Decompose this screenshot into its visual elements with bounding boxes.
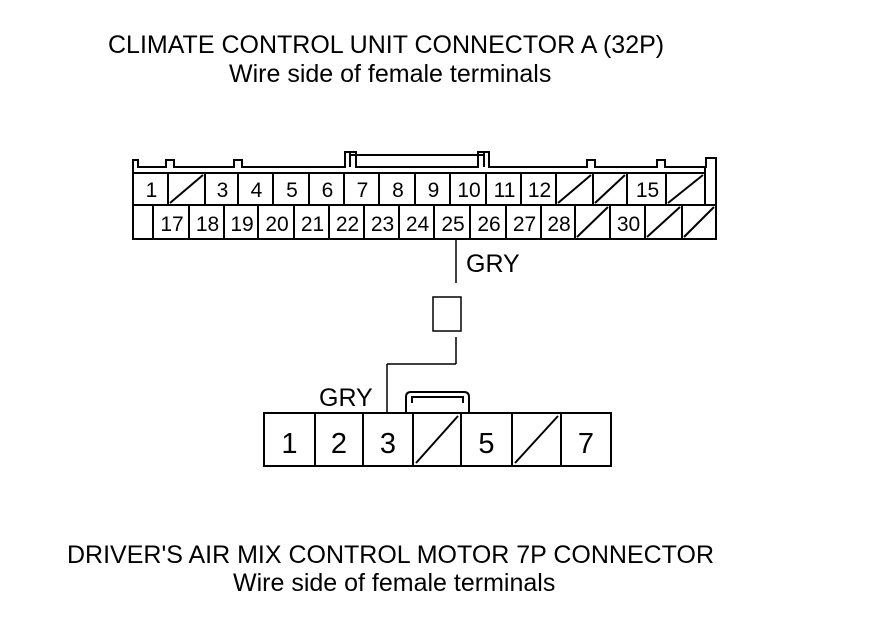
bottom-wire-label: GRY xyxy=(319,384,373,412)
empty-cavity-slash xyxy=(514,415,559,464)
inline-connector xyxy=(432,296,462,332)
empty-cavity-slash xyxy=(415,415,459,464)
pin-label: 6 xyxy=(322,179,334,202)
bottom-connector-subtitle: Wire side of female terminals xyxy=(233,569,555,597)
pin-label: 21 xyxy=(301,213,324,236)
pin-label: 11 xyxy=(494,179,516,202)
pin-label: 4 xyxy=(251,179,263,202)
top-connector-title: CLIMATE CONTROL UNIT CONNECTOR A (32P) xyxy=(108,31,664,59)
empty-cavity-slash xyxy=(576,206,609,238)
empty-cavity-slash xyxy=(557,174,592,204)
pin-label: 24 xyxy=(406,213,430,236)
pin-label: 7 xyxy=(357,179,369,202)
empty-cavity-slash xyxy=(169,174,204,204)
pin-label: 22 xyxy=(336,213,359,236)
empty-cavity-slash xyxy=(667,174,704,204)
pin-label: 17 xyxy=(160,213,183,236)
pin-label: 19 xyxy=(230,213,253,236)
pin-label: 15 xyxy=(636,179,659,202)
bottom-connector-body xyxy=(263,391,612,467)
pin-label: 23 xyxy=(371,213,394,236)
pin-label: 18 xyxy=(196,213,219,236)
pin-label: 20 xyxy=(265,213,288,236)
pin-label: 27 xyxy=(513,213,536,236)
pin-label: 5 xyxy=(286,179,298,202)
pin-label: 2 xyxy=(331,428,347,460)
pin-label: 10 xyxy=(457,179,480,202)
gry-wire xyxy=(386,239,462,413)
pin-label: 26 xyxy=(477,213,500,236)
pin-label: 5 xyxy=(478,428,494,460)
top-connector-subtitle: Wire side of female terminals xyxy=(229,60,551,88)
empty-cavity-slash xyxy=(683,206,715,238)
pin-label: 8 xyxy=(392,179,404,202)
empty-cavity-slash xyxy=(646,206,681,238)
pin-label: 25 xyxy=(441,213,464,236)
pin-label: 1 xyxy=(146,179,158,202)
top-connector-body xyxy=(132,151,717,240)
pin-label: 3 xyxy=(217,179,229,202)
empty-cavity-slash xyxy=(594,174,626,204)
pin-label: 3 xyxy=(380,428,396,460)
bottom-connector-cells: 1 2 3 5 7 xyxy=(281,413,594,466)
pin-label: 30 xyxy=(617,213,640,236)
pin-label: 7 xyxy=(578,428,594,460)
bottom-connector-title: DRIVER'S AIR MIX CONTROL MOTOR 7P CONNEC… xyxy=(67,541,714,569)
pin-label: 28 xyxy=(547,213,570,236)
pin-label: 12 xyxy=(528,179,551,202)
pin-label: 1 xyxy=(281,428,297,460)
top-wire-label: GRY xyxy=(466,250,520,278)
pin-label: 9 xyxy=(428,179,440,202)
